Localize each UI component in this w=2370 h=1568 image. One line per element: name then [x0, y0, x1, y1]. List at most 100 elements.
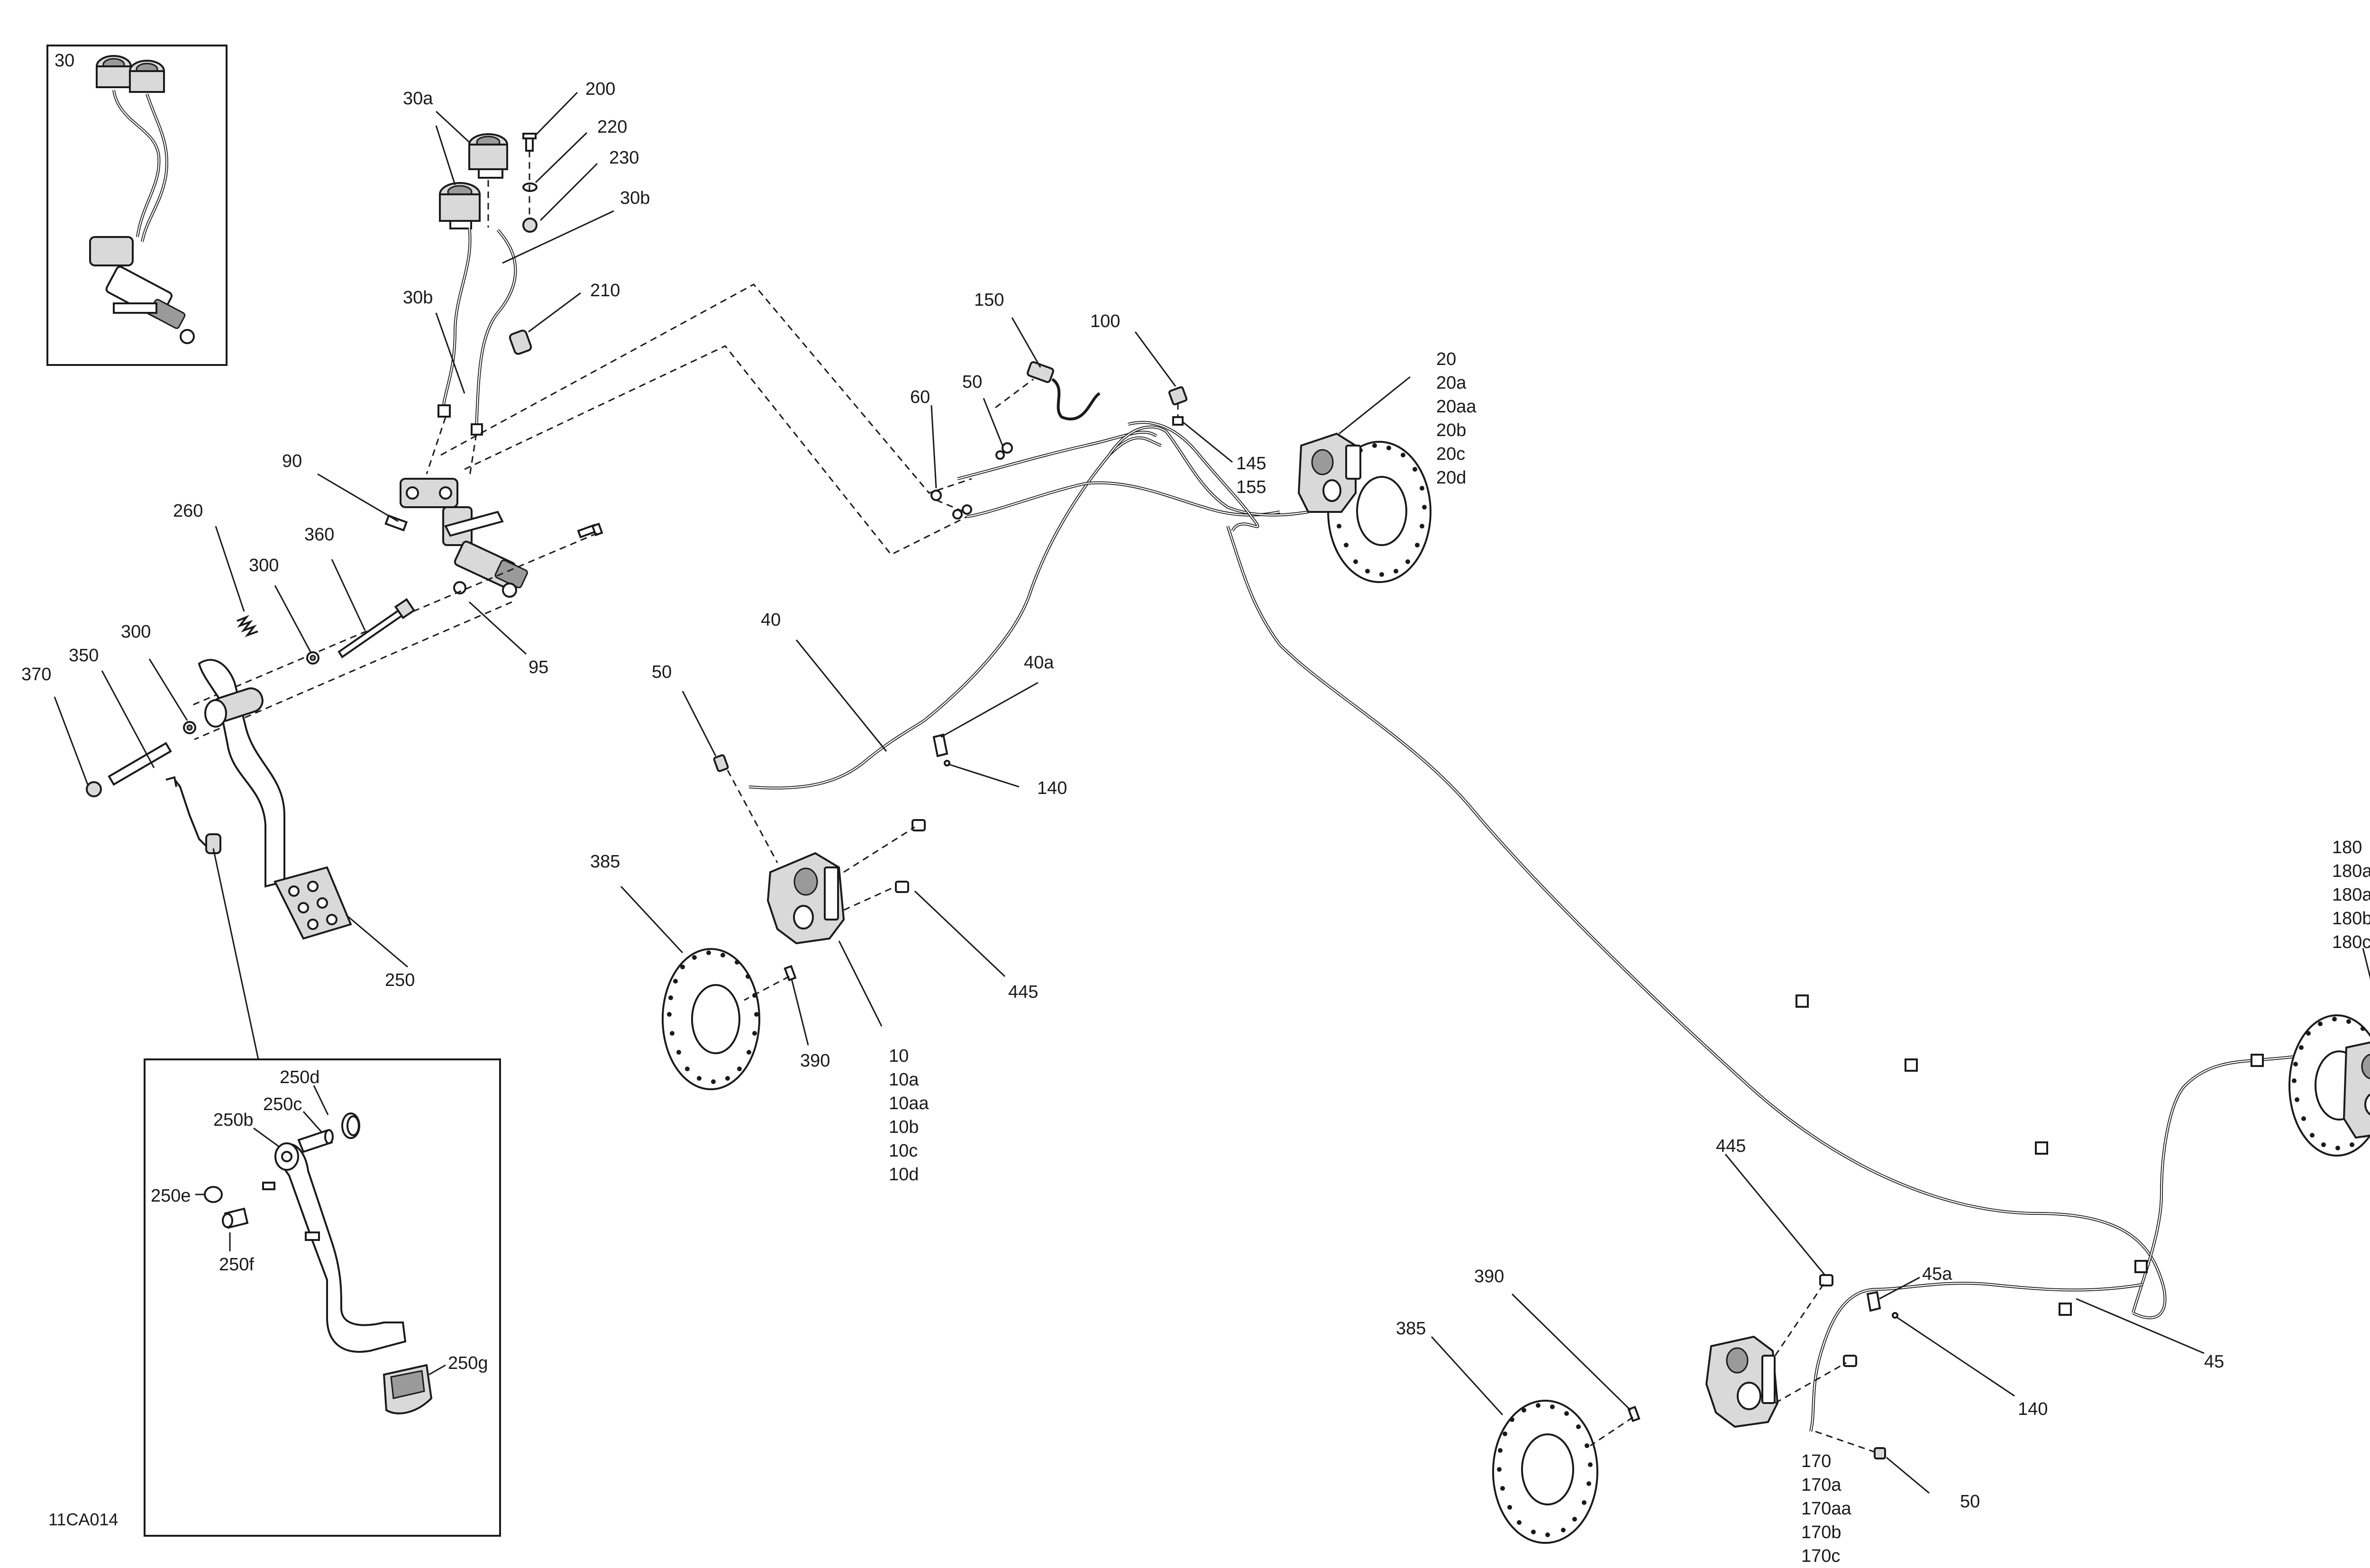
hose-junction-lower [966, 481, 1280, 518]
pedal-arm-detail [262, 1142, 407, 1353]
brake-light-switch-150 [1027, 361, 1101, 420]
callout-group-170: 170 170a 170aa 170b 170c [1801, 1451, 1852, 1566]
caliper-front-left [766, 852, 845, 945]
callout-30b-left: 30b [403, 288, 433, 308]
callout-45: 45 [2204, 1352, 2224, 1372]
inset-pedal-details: 250d 250c 250b 250e 250f 250g [144, 1058, 501, 1537]
callout-10a: 10a [889, 1070, 919, 1090]
pedal-pad-250g [383, 1364, 433, 1414]
callout-20aa: 20aa [1436, 397, 1477, 417]
inset-master-cylinder-assembly: 30 [46, 45, 228, 366]
callout-385-right: 385 [1396, 1319, 1426, 1339]
bolt-90 [384, 514, 408, 532]
hose-clip-left [438, 404, 451, 418]
hose-loop [1108, 425, 1309, 517]
callout-145: 145 [1236, 454, 1266, 474]
callout-180b: 180b [2332, 909, 2370, 929]
callout-230: 230 [609, 148, 639, 168]
callout-group-10: 10 10a 10aa 10b 10c 10d [889, 1046, 929, 1185]
callout-180a: 180a [2332, 861, 2370, 881]
hose-45-main [1226, 526, 2167, 1320]
callout-45a: 45a [1922, 1264, 1952, 1284]
bolt-445-rear-left [1819, 1274, 1857, 1367]
callout-350: 350 [69, 646, 99, 665]
disc-rear-left [1492, 1400, 1598, 1544]
master-cylinder-group [384, 133, 603, 598]
callout-10b: 10b [889, 1117, 919, 1137]
fitting-60 [930, 490, 942, 501]
callout-20c: 20c [1436, 444, 1465, 464]
bracket-40a [932, 733, 948, 757]
callout-180: 180 [2332, 838, 2362, 857]
callout-10aa: 10aa [889, 1094, 929, 1113]
callout-20b: 20b [1436, 420, 1466, 440]
line-clip-5 [2059, 1303, 2072, 1316]
callout-30: 30 [55, 51, 74, 71]
sleeve-350 [108, 742, 172, 786]
caliper-rear-left [1705, 1335, 1779, 1428]
fitting-50-right [1874, 1447, 1886, 1459]
disc-front-left [662, 948, 760, 1090]
pedal-inset-frame [144, 1058, 501, 1537]
line-clip-4 [2134, 1260, 2148, 1273]
callout-200: 200 [585, 79, 615, 99]
callout-170c: 170c [1801, 1546, 1840, 1566]
callout-30a: 30a [403, 89, 433, 109]
spring-260 [237, 615, 258, 638]
callout-220: 220 [597, 117, 627, 137]
line-clip-1 [1796, 994, 1809, 1008]
banjo-bolt-100 [1168, 386, 1188, 426]
line-clip-6 [2251, 1054, 2264, 1067]
callout-250f: 250f [219, 1255, 254, 1275]
callout-20d: 20d [1436, 468, 1466, 488]
inset-frame [46, 45, 228, 366]
callout-445-right: 445 [1716, 1136, 1746, 1156]
master-cylinder-95 [400, 478, 528, 598]
bracket-45a [1866, 1291, 1881, 1312]
washer-300-upper [306, 651, 319, 665]
callout-20a: 20a [1436, 373, 1467, 393]
callouts: 30a 200 220 230 30b 30b 210 90 95 260 30… [21, 79, 2370, 1566]
drawing-code: 11CA014 [48, 1510, 118, 1529]
spring-250d [341, 1112, 360, 1139]
bushing-250b [297, 1129, 334, 1153]
callout-100: 100 [1090, 311, 1120, 331]
hose-junction-upper [957, 430, 1158, 480]
rear-left-brake [1492, 1274, 1898, 1544]
callout-170b: 170b [1801, 1522, 1841, 1542]
callout-150: 150 [974, 290, 1004, 310]
callout-300-upper: 300 [249, 556, 279, 575]
callout-group-20: 20 20a 20aa 20b 20c 20d [1436, 349, 1477, 488]
callout-10d: 10d [889, 1165, 919, 1185]
callout-250: 250 [385, 970, 415, 990]
callout-10: 10 [889, 1046, 909, 1066]
callout-250c: 250c [263, 1094, 302, 1114]
reservoir-30a-upper [468, 133, 508, 179]
callout-385-left: 385 [590, 852, 620, 872]
brake-lines [748, 421, 2333, 1432]
screw-200 [522, 133, 537, 152]
callout-90: 90 [282, 451, 302, 471]
reservoir-30a-lower [439, 182, 481, 229]
callout-95: 95 [529, 657, 548, 677]
front-left-brake [662, 733, 950, 1090]
callout-20: 20 [1436, 349, 1456, 369]
callout-40a: 40a [1024, 653, 1054, 673]
callout-140-left: 140 [1037, 778, 1067, 798]
callout-300-lower: 300 [121, 622, 151, 642]
reservoir-pair [96, 55, 165, 93]
front-right-brake [1297, 432, 1431, 583]
hose-40 [748, 436, 1162, 790]
callout-250g: 250g [448, 1353, 488, 1373]
callout-170: 170 [1801, 1451, 1831, 1471]
callout-170a: 170a [1801, 1475, 1841, 1495]
fitting-50-top [995, 442, 1013, 460]
rear-right-brake [2288, 1014, 2370, 1157]
pedal-return-spring [165, 776, 221, 854]
callout-60: 60 [910, 387, 930, 407]
callout-260: 260 [173, 501, 203, 521]
callout-370: 370 [21, 665, 51, 684]
fitting-50-left [713, 754, 729, 772]
callout-250b: 250b [213, 1110, 254, 1130]
